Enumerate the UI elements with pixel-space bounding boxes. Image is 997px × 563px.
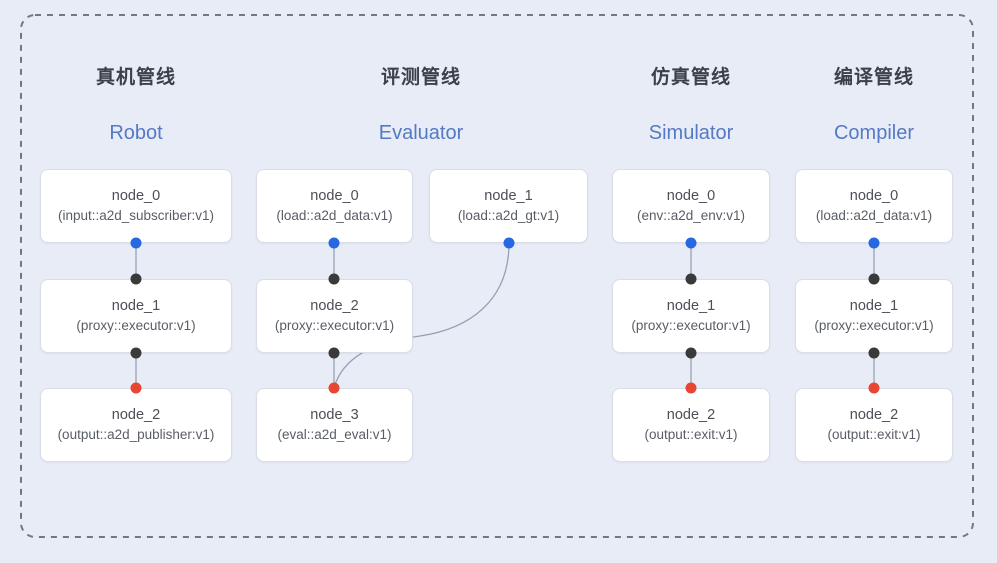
pipeline-title-cn-robot: 真机管线 [95, 67, 176, 88]
port-dot-red [685, 382, 697, 394]
node-box-compiler-1: node_1 (proxy::executor:v1) [795, 279, 953, 353]
port-dot-black [130, 347, 142, 359]
port-dot-black [328, 347, 340, 359]
node-title: node_0 [849, 187, 899, 204]
pipeline-title-cn-simulator: 仿真管线 [650, 67, 731, 88]
node-box-simulator-0: node_0 (env::a2d_env:v1) [612, 169, 770, 243]
node-title: node_1 [484, 187, 533, 204]
port-dot-black [868, 347, 880, 359]
node-title: node_0 [111, 187, 161, 204]
port-dot-black [868, 273, 880, 285]
node-box-evaluator-2: node_2 (proxy::executor:v1) [256, 279, 413, 353]
node-title: node_3 [310, 406, 359, 423]
node-subtitle: (output::exit:v1) [644, 427, 738, 443]
node-subtitle: (proxy::executor:v1) [76, 318, 196, 334]
node-box-simulator-2: node_2 (output::exit:v1) [612, 388, 770, 462]
node-box-evaluator-0: node_0 (load::a2d_data:v1) [256, 169, 413, 243]
port-dot-blue [328, 237, 340, 249]
node-box-evaluator-3: node_3 (eval::a2d_eval:v1) [256, 388, 413, 462]
port-dot-black [328, 273, 340, 285]
edge-curve [333, 242, 510, 387]
port-dot-blue [130, 237, 142, 249]
node-subtitle: (proxy::executor:v1) [814, 318, 934, 334]
node-box-robot-1: node_1 (proxy::executor:v1) [40, 279, 232, 353]
port-dot-blue [685, 237, 697, 249]
pipeline-title-en-simulator: Simulator [648, 122, 734, 144]
node-box-compiler-0: node_0 (load::a2d_data:v1) [795, 169, 953, 243]
node-title: node_1 [666, 297, 716, 314]
pipeline-title-cn-evaluator: 评测管线 [380, 67, 461, 88]
node-title: node_0 [310, 187, 359, 204]
pipeline-title-en-evaluator: Evaluator [378, 122, 464, 144]
node-box-evaluator-1: node_1 (load::a2d_gt:v1) [429, 169, 588, 243]
node-subtitle: (load::a2d_data:v1) [276, 208, 393, 224]
pipeline-title-cn-compiler: 编译管线 [833, 67, 914, 88]
port-dot-blue [868, 237, 880, 249]
node-subtitle: (load::a2d_gt:v1) [457, 208, 560, 224]
node-subtitle: (output::exit:v1) [827, 427, 921, 443]
node-subtitle: (input::a2d_subscriber:v1) [57, 208, 215, 224]
node-title: node_2 [310, 297, 359, 314]
port-dot-red [328, 382, 340, 394]
node-title: node_0 [666, 187, 716, 204]
node-box-compiler-2: node_2 (output::exit:v1) [795, 388, 953, 462]
node-title: node_2 [849, 406, 899, 423]
node-subtitle: (load::a2d_data:v1) [815, 208, 933, 224]
port-dot-red [868, 382, 880, 394]
node-title: node_2 [666, 406, 716, 423]
node-title: node_1 [111, 297, 161, 314]
port-dot-black [130, 273, 142, 285]
node-subtitle: (output::a2d_publisher:v1) [57, 427, 215, 443]
port-dot-blue [503, 237, 515, 249]
node-title: node_1 [849, 297, 899, 314]
node-subtitle: (proxy::executor:v1) [631, 318, 751, 334]
port-dot-black [685, 273, 697, 285]
node-title: node_2 [111, 406, 161, 423]
node-subtitle: (eval::a2d_eval:v1) [277, 427, 392, 443]
node-box-simulator-1: node_1 (proxy::executor:v1) [612, 279, 770, 353]
node-box-robot-0: node_0 (input::a2d_subscriber:v1) [40, 169, 232, 243]
node-subtitle: (proxy::executor:v1) [274, 318, 395, 334]
pipeline-title-en-robot: Robot [109, 122, 163, 144]
port-dot-black [685, 347, 697, 359]
port-dot-red [130, 382, 142, 394]
node-box-robot-2: node_2 (output::a2d_publisher:v1) [40, 388, 232, 462]
dashed-border [20, 14, 974, 538]
pipeline-title-en-compiler: Compiler [833, 122, 915, 144]
node-subtitle: (env::a2d_env:v1) [636, 208, 746, 224]
